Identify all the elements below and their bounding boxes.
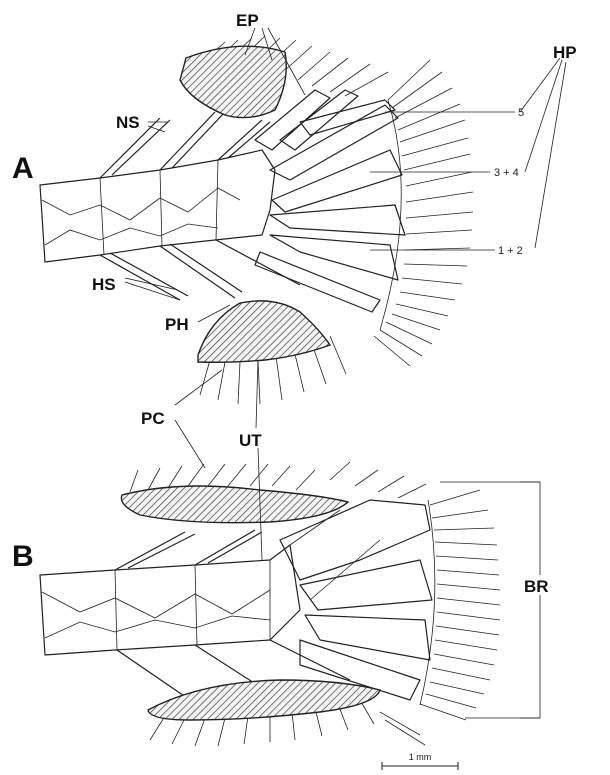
scale-bar-label: 1 mm [409, 752, 432, 762]
scale-bar: 1 mm [382, 752, 458, 770]
label-ns: NS [116, 113, 140, 132]
hypurals-a [270, 105, 405, 280]
caudal-rays-b [420, 490, 500, 720]
caudal-rays-a [374, 60, 473, 366]
hypurals-b [280, 500, 432, 700]
procurrent-cartilage-hatched-lower-b [148, 680, 380, 720]
epural-hatched-a [180, 46, 286, 117]
label-ep: EP [236, 11, 259, 30]
hypural-number-1-2: 1 + 2 [498, 245, 523, 257]
label-ut: UT [239, 431, 262, 450]
label-br: BR [524, 577, 549, 596]
hypural-number-5: 5 [518, 107, 524, 119]
haemal-spines-a [100, 240, 300, 300]
label-hs: HS [92, 275, 116, 294]
label-hp: HP [553, 43, 577, 62]
panel-b-label: B [12, 540, 34, 573]
procurrent-cartilage-hatched-upper-b [121, 486, 348, 523]
panel-a-label: A [12, 152, 34, 185]
hypural-number-3-4: 3 + 4 [494, 167, 519, 179]
neural-spines-b [115, 530, 262, 570]
label-ph: PH [165, 315, 189, 334]
parhypural-hatched-a [198, 301, 330, 362]
vertebral-centra-a [40, 150, 275, 262]
label-pc: PC [141, 409, 165, 428]
vertebral-centra-b [40, 545, 300, 655]
